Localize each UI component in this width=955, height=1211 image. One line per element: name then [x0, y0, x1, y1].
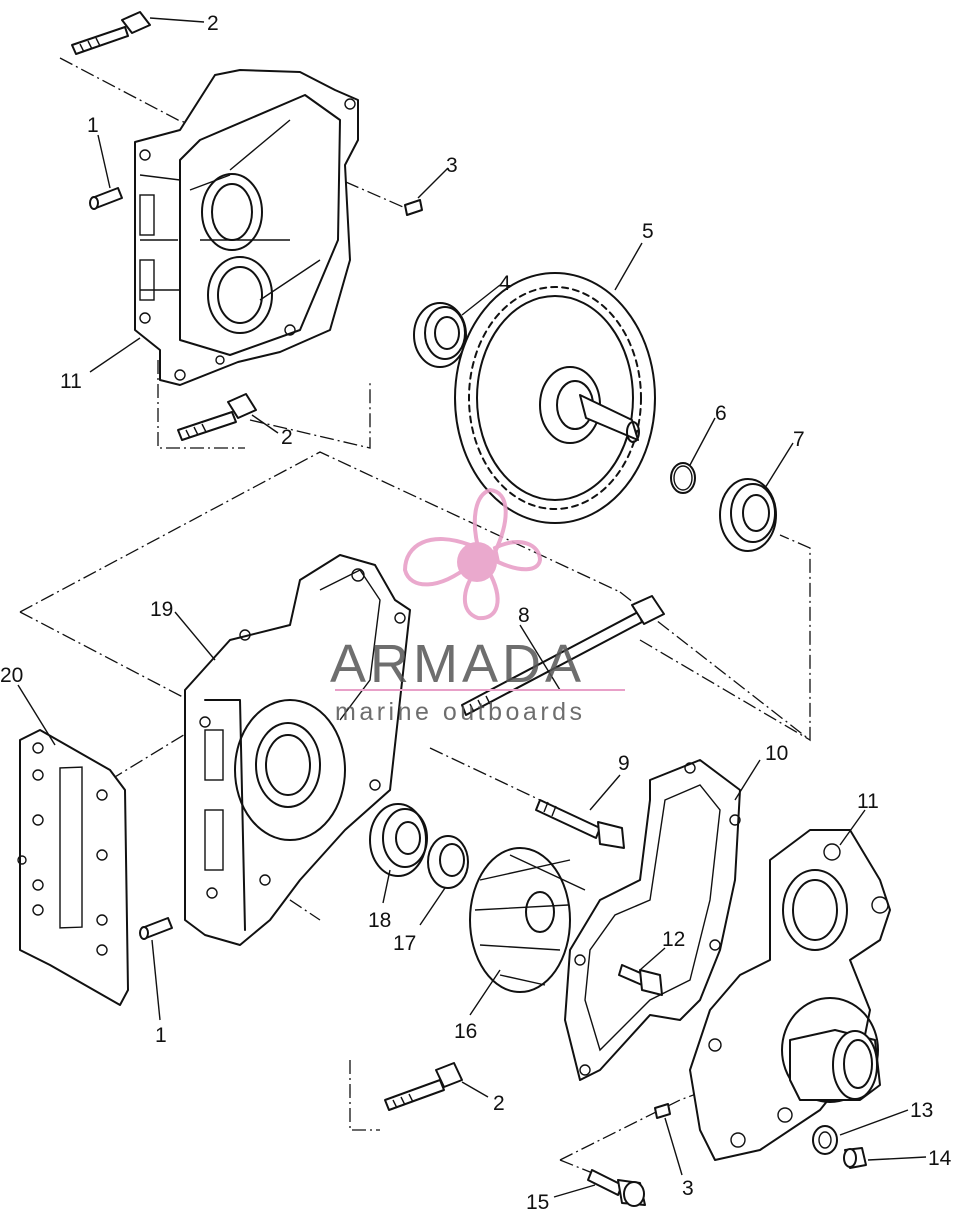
- callout-14: 14: [928, 1147, 952, 1170]
- callout-12: 12: [662, 928, 685, 951]
- callout-20: 20: [0, 664, 23, 687]
- flange-bolt-9: [535, 799, 625, 849]
- callout-2-top: 2: [207, 12, 219, 35]
- seal-washer-17: [427, 835, 469, 889]
- leader-lines: [17, 17, 927, 1198]
- watermark-subtitle: marine outboards: [335, 698, 586, 726]
- pump-cover-11: [689, 829, 891, 1161]
- gasket-20: [17, 729, 129, 1006]
- dowel-pin-bottom: [139, 917, 173, 940]
- callout-1-top: 1: [87, 114, 99, 137]
- callout-11-top: 11: [60, 370, 82, 393]
- bolt-14: [843, 1147, 867, 1169]
- flange-bolt-top: [71, 11, 151, 55]
- pump-housing-19: [184, 554, 411, 946]
- drive-gear-5: [454, 272, 656, 524]
- ball-bearing-7: [719, 478, 777, 552]
- callout-2-bottom: 2: [493, 1092, 505, 1115]
- propeller-logo-icon: [402, 487, 543, 621]
- ball-bearing-4: [413, 302, 467, 368]
- dowel-pin-3-bottom: [654, 1103, 671, 1119]
- callout-17: 17: [393, 932, 416, 955]
- callout-1-bottom: 1: [155, 1024, 167, 1047]
- callout-15: 15: [526, 1191, 549, 1211]
- callout-6: 6: [715, 402, 727, 425]
- bolt-15: [587, 1169, 646, 1207]
- dowel-pin-3-top: [404, 199, 423, 216]
- upper-cover-plate: [134, 69, 359, 386]
- callout-5: 5: [642, 220, 654, 243]
- gasket-10: [564, 759, 741, 1081]
- callout-3-bottom: 3: [682, 1177, 694, 1200]
- dowel-pin-top: [89, 187, 123, 210]
- callout-7: 7: [793, 428, 805, 451]
- callout-3-top: 3: [446, 154, 458, 177]
- callout-13: 13: [910, 1099, 933, 1122]
- callout-9: 9: [618, 752, 630, 775]
- assembly-guide-lines: [19, 57, 811, 1181]
- callout-labels: 2 1 3 5 4 11 2 6 7 8 19 20 9 10 11 12 18…: [0, 12, 952, 1211]
- armada-watermark: ARMADA marine outboards: [330, 487, 625, 726]
- callout-19: 19: [150, 598, 173, 621]
- flange-bolt-middle: [177, 393, 257, 441]
- washer-13: [812, 1125, 838, 1155]
- callout-16: 16: [454, 1020, 477, 1043]
- callout-11-bottom: 11: [857, 790, 879, 813]
- small-bolt-12: [618, 964, 663, 996]
- callout-10: 10: [765, 742, 788, 765]
- callout-2-middle: 2: [281, 426, 293, 449]
- watermark-title: ARMADA: [330, 634, 585, 694]
- callout-4: 4: [499, 272, 511, 295]
- impeller-16: [469, 847, 586, 993]
- callout-8: 8: [518, 604, 530, 627]
- ball-bearing-18: [369, 803, 428, 877]
- flange-bolt-bottom: [384, 1062, 463, 1111]
- callout-18: 18: [368, 909, 391, 932]
- o-ring-6: [670, 462, 696, 494]
